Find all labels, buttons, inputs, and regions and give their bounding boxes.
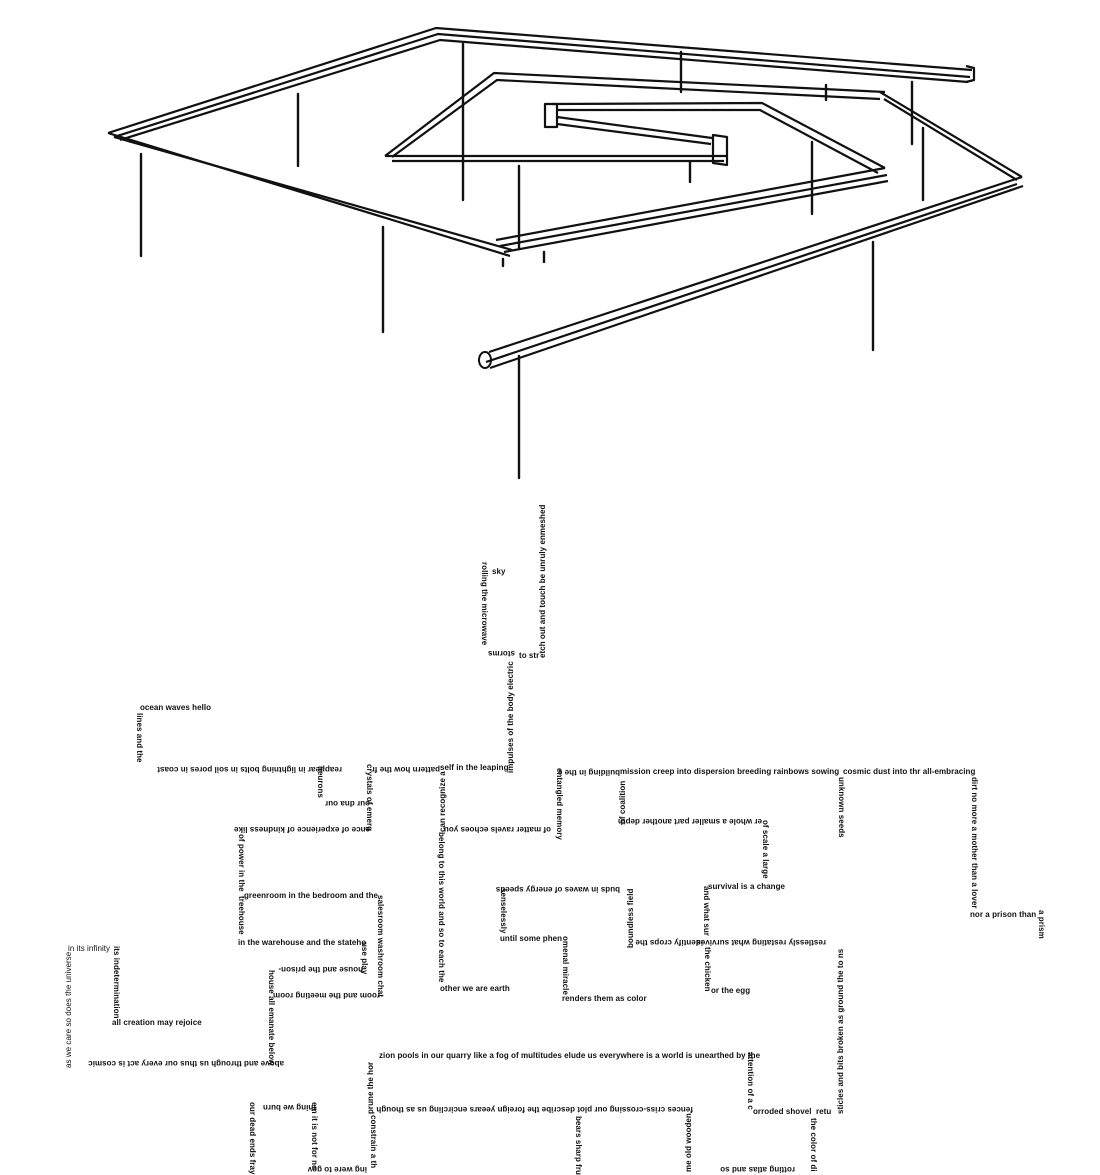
poem-fragment-restlessly: restlessly restating what survives xyxy=(696,938,826,947)
poem-fragment-color-of-di: the color of di xyxy=(809,1118,818,1172)
poem-fragment-bears-sharp: bears sharp fru xyxy=(574,1116,583,1175)
poem-fragment-storms: storms xyxy=(488,649,515,658)
poem-fragment-in-its-infinity: in its infinity xyxy=(68,944,111,953)
poem-fragment-sky: sky xyxy=(492,567,506,576)
poem-fragment-entangled-memory: entangled memory xyxy=(555,768,564,840)
poem-fragment-ing-were-to-gov: ing were to gov xyxy=(307,1165,367,1174)
poem-fragment-crystals: crystals of emerg xyxy=(365,764,374,832)
poem-fragment-lines-and-the: lines and the xyxy=(135,713,144,763)
poem-fragment-unknown-seeds: unknown seeds xyxy=(837,777,846,838)
poem-fragment-er-whole: er whole a smaller part another depth xyxy=(617,817,762,826)
poem-fragment-warehouse: in the warehouse and the stateho xyxy=(238,938,367,947)
poem-fragment-can-recognize: can recognize a xyxy=(438,771,447,832)
poem-fragment-omenal-miracle: omenal miracle xyxy=(561,936,570,995)
poem-fragment-renders-color: renders them as color xyxy=(562,994,647,1003)
poem-fragment-prune-the-hor: prune the hor xyxy=(366,1061,375,1114)
poem-fragment-ence-of-experience: ence of experience of kindness like xyxy=(233,825,370,834)
poem-fragment-constrain: constrain a th xyxy=(369,1115,378,1169)
poem-fragment-not-for-no: em it is not for no xyxy=(310,1102,319,1171)
poem-fragment-of-scale: of scale a large xyxy=(761,820,770,879)
poem-fragment-self-leaping: self in the leaping xyxy=(440,763,509,772)
poem-fragment-indetermination: its indetermination xyxy=(112,946,121,1019)
poem-fragment-retu: retu xyxy=(816,1107,832,1116)
poem-fragment-a-prism: a prism xyxy=(1037,910,1046,939)
poem-fragment-zion-pools: zion pools in our quarry like a fog of m… xyxy=(379,1051,761,1060)
poem-fragment-room-meeting: room and the meeting room xyxy=(272,991,380,1000)
poem-fragment-greenroom: greenroom in the bedroom and the xyxy=(244,891,379,900)
poem-fragment-all-creation: all creation may rejoice xyxy=(112,1018,202,1027)
poem-fragment-house-emanate: house all emanate below xyxy=(267,970,276,1066)
poem-fragment-old-wooden: me old wooden xyxy=(684,1113,693,1172)
poem-fragment-neurons: neurons xyxy=(316,766,325,798)
poem-fragment-as-we-care: as we care so does the universe xyxy=(64,951,73,1068)
poem-fragment-identify-crops: identify crops the xyxy=(635,938,703,947)
poem-fragment-broken-bits: sticles and bits broken as ground the to… xyxy=(836,948,845,1114)
poem-fragment-senselessly: senselessly xyxy=(499,888,508,934)
poem-fragment-dirt-no-more: dirt no more a mother than a lover xyxy=(970,777,979,909)
poem-fragment-ocean-waves: ocean waves hello xyxy=(140,703,212,712)
poem-fragment-matter-ravels: of matter ravels echoes you xyxy=(443,825,551,834)
poem-fragment-pattern-how: pattern how the fr xyxy=(371,765,440,774)
poem-fragment-above-through: above and through us thus our every act … xyxy=(88,1059,284,1068)
poem-fragment-impulses: impulses of the body electric xyxy=(506,661,515,773)
poem-fragment-cosmic-dust: cosmic dust into thr all-embracing xyxy=(843,767,976,776)
poem-fragment-fences: fences criss-crossing our plot describe … xyxy=(376,1105,693,1114)
poem-fragment-and-what-sur: and what sur xyxy=(702,886,711,936)
poem-fragment-etch-out: etch out and touch be unruly enmeshed xyxy=(538,504,547,658)
sculpture-right-rail xyxy=(478,91,1024,370)
poem-fragment-buds-in-waves: buds in waves of energy speeds xyxy=(495,885,620,894)
poem-fragment-or-the-egg: or the egg xyxy=(711,986,751,995)
poem-fragment-rotting-atlas: rotting atlas and so xyxy=(720,1165,795,1174)
poem-fragment-until-some-phen: until some phen xyxy=(500,934,563,943)
sculpture-outer-rail xyxy=(107,26,976,258)
poem-fragment-attention: attention of a c xyxy=(746,1052,755,1110)
poem-fragment-salesroom: salesroom washroom chat xyxy=(376,895,385,998)
sculpture-support-posts xyxy=(139,42,925,480)
poem-fragment-corroded-shovel: orroded shovel xyxy=(753,1107,812,1116)
poem-fragment-rolling: rolling the microwave xyxy=(480,562,489,646)
poem-fragment-treehouse: treehouse xyxy=(237,896,246,935)
sculpture-inner-rail xyxy=(384,71,889,254)
poem-fragment-mission-creep: mission creep into dispersion breeding r… xyxy=(620,767,840,776)
poem-fragment-the-chicken: the chicken xyxy=(703,947,712,992)
poem-fragment-of-power: of power in the xyxy=(237,834,246,892)
poem-fragment-other-earth: other we are earth xyxy=(440,984,510,993)
poem-fragment-dead-ends: our dead ends fray xyxy=(248,1102,257,1175)
poem-fragment-belong: belong to this world and so to each the xyxy=(437,832,446,983)
poem-fragment-building: building in the e xyxy=(557,768,620,777)
spiral-rail-sculpture-drawing xyxy=(107,26,1024,480)
poem-fragment-survival: survival is a change xyxy=(708,882,786,891)
poem-fragment-house-prison: house and the prison- xyxy=(278,965,363,974)
poem-fragment-to-str: to str xyxy=(519,651,540,660)
poem-fragment-nor-a-prison: nor a prison than xyxy=(970,910,1037,919)
